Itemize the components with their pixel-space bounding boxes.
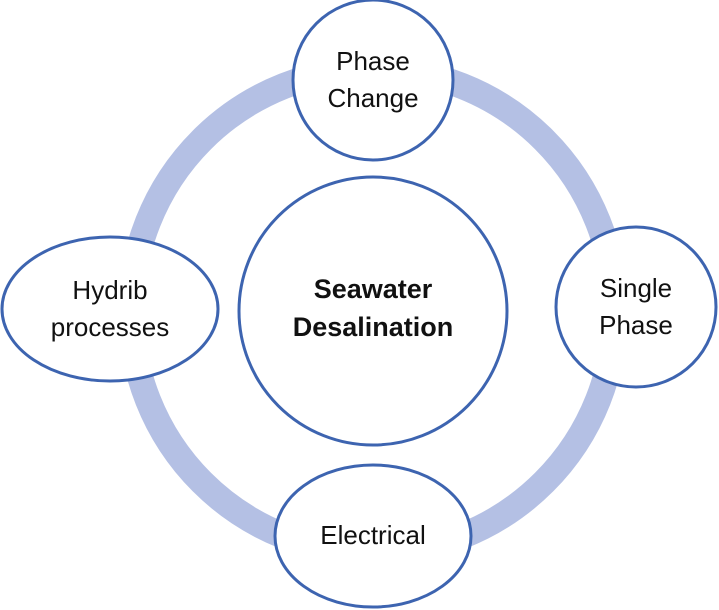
node-phase-change: Phase Change — [291, 0, 455, 162]
phase-change-label-line1: Phase — [336, 46, 410, 76]
phase-change-circle — [291, 0, 455, 162]
center-title-line2: Desalination — [293, 312, 454, 342]
single-phase-label-line2: Phase — [599, 310, 673, 340]
electrical-ellipse — [273, 463, 473, 609]
center-circle — [237, 175, 509, 447]
node-electrical: Electrical — [273, 463, 473, 609]
phase-change-label-line2: Change — [327, 83, 418, 113]
hydrib-processes-ellipse — [0, 235, 220, 383]
single-phase-circle — [554, 225, 718, 389]
single-phase-label-line1: Single — [600, 273, 672, 303]
hydrib-processes-label-line2: processes — [51, 312, 170, 342]
electrical-label: Electrical — [320, 520, 425, 550]
center-title-line1: Seawater — [314, 274, 433, 304]
node-hydrib-processes: Hydrib processes — [0, 235, 220, 383]
node-single-phase: Single Phase — [554, 225, 718, 389]
center-node: Seawater Desalination — [237, 175, 509, 447]
hydrib-processes-label-line1: Hydrib — [72, 275, 147, 305]
